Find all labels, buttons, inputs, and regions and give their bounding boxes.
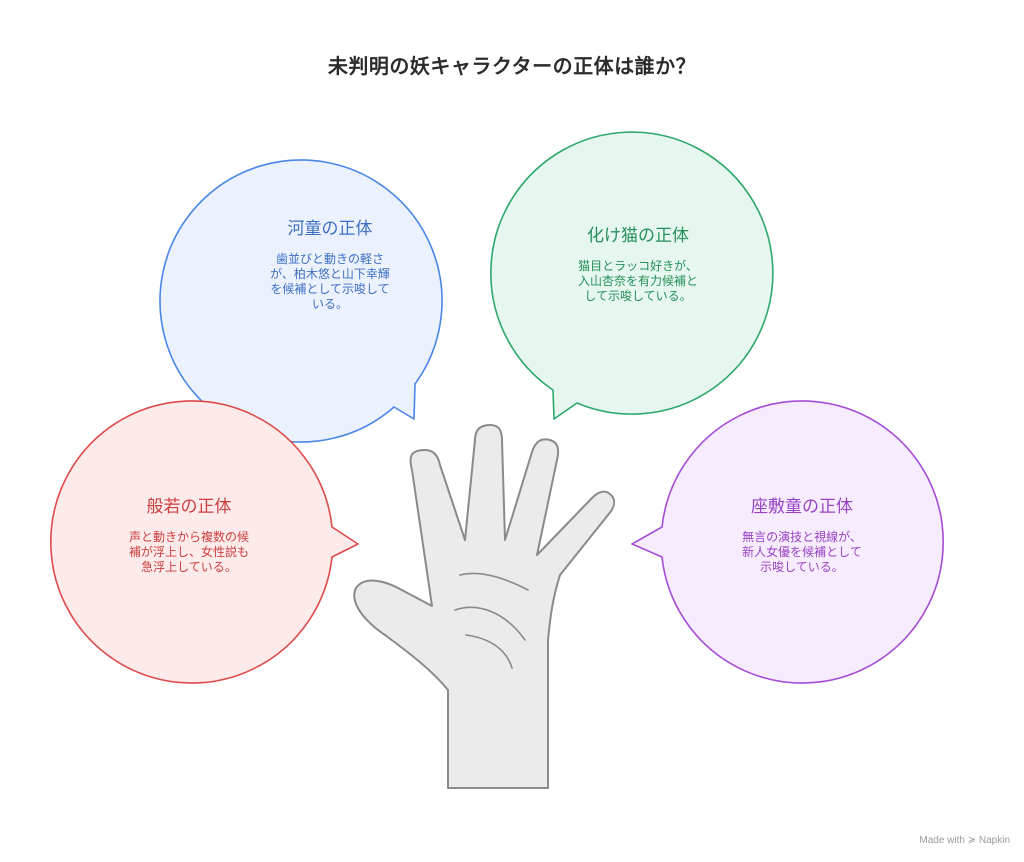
kappa-heading: 河童の正体 [287,219,373,239]
zashiki-bubble: 座敷童の正体 無言の演技と視線が、 新人女優を候補として 示唆している。 [707,496,897,575]
zashiki-heading: 座敷童の正体 [751,497,853,517]
page-title: 未判明の妖キャラクターの正体は誰か？ [327,54,697,78]
bakeneko-bubble: 化け猫の正体 猫目とラッコ好きが、 入山杏奈を有力候補と して示唆している。 [538,225,738,304]
hand-illustration [353,424,616,789]
hannya-bubble-shape [50,400,359,684]
bakeneko-body: 猫目とラッコ好きが、 入山杏奈を有力候補と して示唆している。 [577,259,698,303]
bakeneko-heading: 化け猫の正体 [587,226,689,246]
zashiki-body: 無言の演技と視線が、 新人女優を候補として 示唆している。 [742,530,862,574]
hannya-heading: 般若の正体 [146,497,232,517]
napkin-watermark: Made with ≽ Napkin [919,835,1010,846]
kappa-body: 歯並びと動きの軽さ が、柏木悠と山下幸輝 を候補として示唆して いる。 [270,252,390,311]
hannya-body: 声と動きから複数の候 補が浮上し、女性説も 急浮上している。 [128,530,249,574]
kappa-bubble: 河童の正体 歯並びと動きの軽さ が、柏木悠と山下幸輝 を候補として示唆して いる… [230,218,430,312]
palm-line-heart [459,572,529,591]
bakeneko-bubble-shape [490,131,774,420]
palm-line-head [454,606,526,641]
zashiki-bubble-shape [631,400,944,684]
hannya-bubble: 般若の正体 声と動きから複数の候 補が浮上し、女性説も 急浮上している。 [94,496,284,575]
hand-outline [353,424,616,789]
palm-line-life [465,634,513,669]
